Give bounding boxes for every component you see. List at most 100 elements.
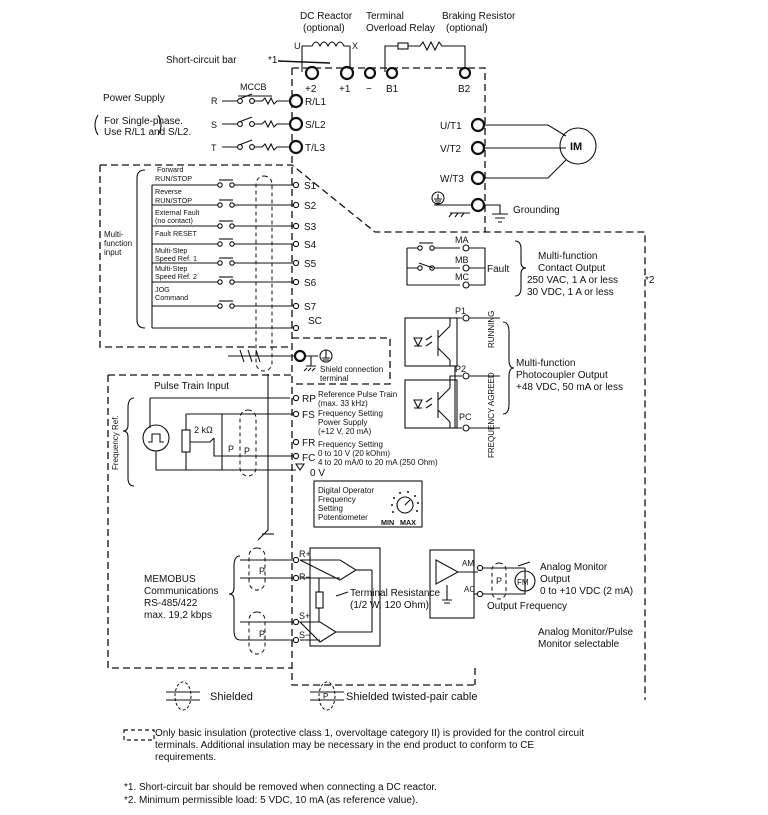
- single-phase-note: For Single-phase.: [104, 116, 183, 127]
- term-vt2: V/T2: [440, 144, 462, 155]
- motor-label: IM: [570, 141, 582, 153]
- label-inputs-items-1-label-0: Reverse: [155, 187, 182, 196]
- dc-reactor-optional: (optional): [303, 23, 345, 34]
- digital-operator: Digital Operator Frequency Setting Poten…: [313, 480, 423, 528]
- label-inputs-items-5-label-1: Speed Ref. 2: [155, 272, 197, 281]
- mf-contact-desc-2: Contact Output: [538, 263, 605, 274]
- max-label: MAX: [400, 518, 416, 527]
- control-boundary: [100, 164, 646, 700]
- motor-output: U/T1 V/T2 W/T3 IM Grounding: [431, 117, 597, 223]
- shield-connection-label: Shield connection: [320, 365, 383, 374]
- term-s1: S1: [304, 181, 317, 192]
- label-frequency_ref-terminals-0-desc-0: Reference Pulse Train: [318, 390, 397, 399]
- label-analog-desc-2: 0 to +10 VDC (2 mA): [540, 586, 633, 597]
- input-row-s5: Multi-Step Speed Ref. 1 S5: [152, 246, 317, 270]
- pulse-train-input-label: Pulse Train Input: [154, 381, 229, 392]
- term-s5: S5: [304, 259, 317, 270]
- term-s7: S7: [304, 302, 317, 313]
- term-s2: S2: [304, 201, 317, 212]
- frequency-reference: Pulse Train Input Frequency Ref. 2 kΩ P …: [107, 374, 438, 669]
- mf-contact-desc-1: Multi-function: [538, 251, 597, 262]
- input-row-s6: Multi-Step Speed Ref. 2 S6: [152, 264, 317, 289]
- mf-input-label-3: input: [104, 248, 122, 257]
- term-fr: FR: [302, 438, 315, 449]
- term-mc: MC: [455, 272, 469, 282]
- insulation-note-1: Only basic insulation (protective class …: [155, 728, 584, 739]
- shield-connection-label-2: terminal: [320, 374, 349, 383]
- label-analog-desc-1: Output: [540, 574, 570, 585]
- term-ma: MA: [455, 235, 469, 245]
- term-mb: MB: [455, 255, 469, 265]
- label-inputs-items-1-label-1: RUN/STOP: [155, 196, 192, 205]
- label-memobus-termination-1: (1/2 W, 120 Ohm): [350, 600, 429, 611]
- term-rp: RP: [302, 394, 316, 405]
- term-r-minus: R−: [299, 572, 311, 582]
- label-inputs-items-5-label-0: Multi-Step: [155, 264, 187, 273]
- term-minus: −: [366, 84, 372, 95]
- potentiometer-knob-icon: [396, 496, 414, 514]
- power-supply: Power Supply For Single-phase. Use R/L1 …: [94, 82, 327, 155]
- term-s-plus: S+: [299, 611, 310, 621]
- label-inputs-items-0-label-1: RUN/STOP: [155, 174, 192, 183]
- label-inputs-items-6-label-0: JOG: [155, 285, 170, 294]
- footnote-2: *2. Minimum permissible load: 5 VDC, 10 …: [124, 795, 418, 806]
- mf-photo-desc-3: +48 VDC, 50 mA or less: [516, 382, 623, 393]
- label-inputs-items-2-label-1: (no contact): [155, 216, 193, 225]
- term-fc: FC: [302, 453, 315, 464]
- output-frequency-label: Output Frequency: [487, 601, 567, 612]
- term-p1: P1: [455, 306, 466, 316]
- photocoupler-output: P1 P2 PC RUNNING FREQUENCY AGREED Multi-…: [404, 306, 623, 458]
- label-analog-selectable-1: Monitor selectable: [538, 639, 620, 650]
- footnotes: *1. Short-circuit bar should be removed …: [124, 782, 437, 806]
- term-fs: FS: [302, 410, 315, 421]
- term-s6: S6: [304, 278, 317, 289]
- term-s3: S3: [304, 222, 317, 233]
- top-labels: DC Reactor (optional) Terminal Overload …: [166, 11, 516, 66]
- frequency-ref-label: Frequency Ref.: [111, 415, 120, 470]
- label-digital_operator-label-1: Frequency: [318, 495, 356, 504]
- mf-photo-desc-2: Photocoupler Output: [516, 370, 608, 381]
- term-rl1: R/L1: [305, 97, 327, 108]
- label-frequency_ref-terminals-1-desc-2: (+12 V, 20 mA): [318, 427, 372, 436]
- term-s-minus: S−: [299, 630, 310, 640]
- braking-resistor-optional: (optional): [446, 23, 488, 34]
- insulation-note-2: terminals. Additional insulation may be …: [155, 740, 534, 751]
- term-ut1: U/T1: [440, 121, 462, 132]
- fault-contact-output: MA MB MC Fault Multi-function Contact Ou…: [406, 235, 655, 298]
- min-label: MIN: [381, 518, 394, 527]
- term-plus2: +2: [305, 84, 317, 95]
- term-0v: 0 V: [310, 468, 325, 479]
- short-circuit-note: *1: [268, 55, 278, 66]
- shield-connection: Shield connection terminal: [228, 337, 391, 385]
- short-circuit-bar-label: Short-circuit bar: [166, 55, 237, 66]
- single-phase-note-2: Use R/L1 and S/L2.: [104, 127, 191, 138]
- relay-label-2: Overload Relay: [366, 23, 435, 34]
- mf-contact-desc-3: 250 VAC, 1 A or less: [527, 275, 618, 286]
- mf-input-label-2: function: [104, 239, 132, 248]
- dc-bus-terminals: +2 +1 − B1 B2: [304, 65, 472, 95]
- label-frequency_ref-terminals-2-desc-0: Frequency Setting: [318, 440, 383, 449]
- reactor-u: U: [294, 41, 301, 51]
- input-row-s1: Forward RUN/STOP S1: [152, 165, 317, 192]
- dc-reactor-label: DC Reactor: [300, 11, 353, 22]
- label-frequency_ref-terminals-3-desc-0: 4 to 20 mA/0 to 20 mA (250 Ohm): [318, 458, 438, 467]
- label-inputs-items-4-label-1: Speed Ref. 1: [155, 254, 197, 263]
- term-am: AM: [462, 559, 474, 568]
- power-supply-title: Power Supply: [103, 93, 165, 104]
- label-memobus-label-3: max. 19,2 kbps: [144, 610, 212, 621]
- multifunction-inputs: Multi- function input SC Forward RUN/STO…: [99, 164, 646, 700]
- label-frequency_ref-terminals-2-desc-1: 0 to 10 V (20 kOhm): [318, 449, 390, 458]
- input-row-s7: JOG Command S7: [152, 285, 317, 313]
- grounding-label: Grounding: [513, 205, 560, 216]
- footnote-1: *1. Short-circuit bar should be removed …: [124, 782, 437, 793]
- label-inputs-items-2-label-0: External Fault: [155, 208, 199, 217]
- term-sl2: S/L2: [305, 120, 326, 131]
- label-digital_operator-label-2: Setting: [318, 504, 343, 513]
- braking-resistor-label: Braking Resistor: [442, 11, 516, 22]
- mf-input-label-1: Multi-: [104, 230, 124, 239]
- input-row-s4: Fault RESET S4: [152, 229, 317, 251]
- label-memobus-label-1: Communications: [144, 586, 218, 597]
- relay-label: Terminal: [366, 11, 404, 22]
- term-ac: AC: [464, 585, 475, 594]
- frequency-agreed-label: FREQUENCY AGREED: [487, 372, 496, 458]
